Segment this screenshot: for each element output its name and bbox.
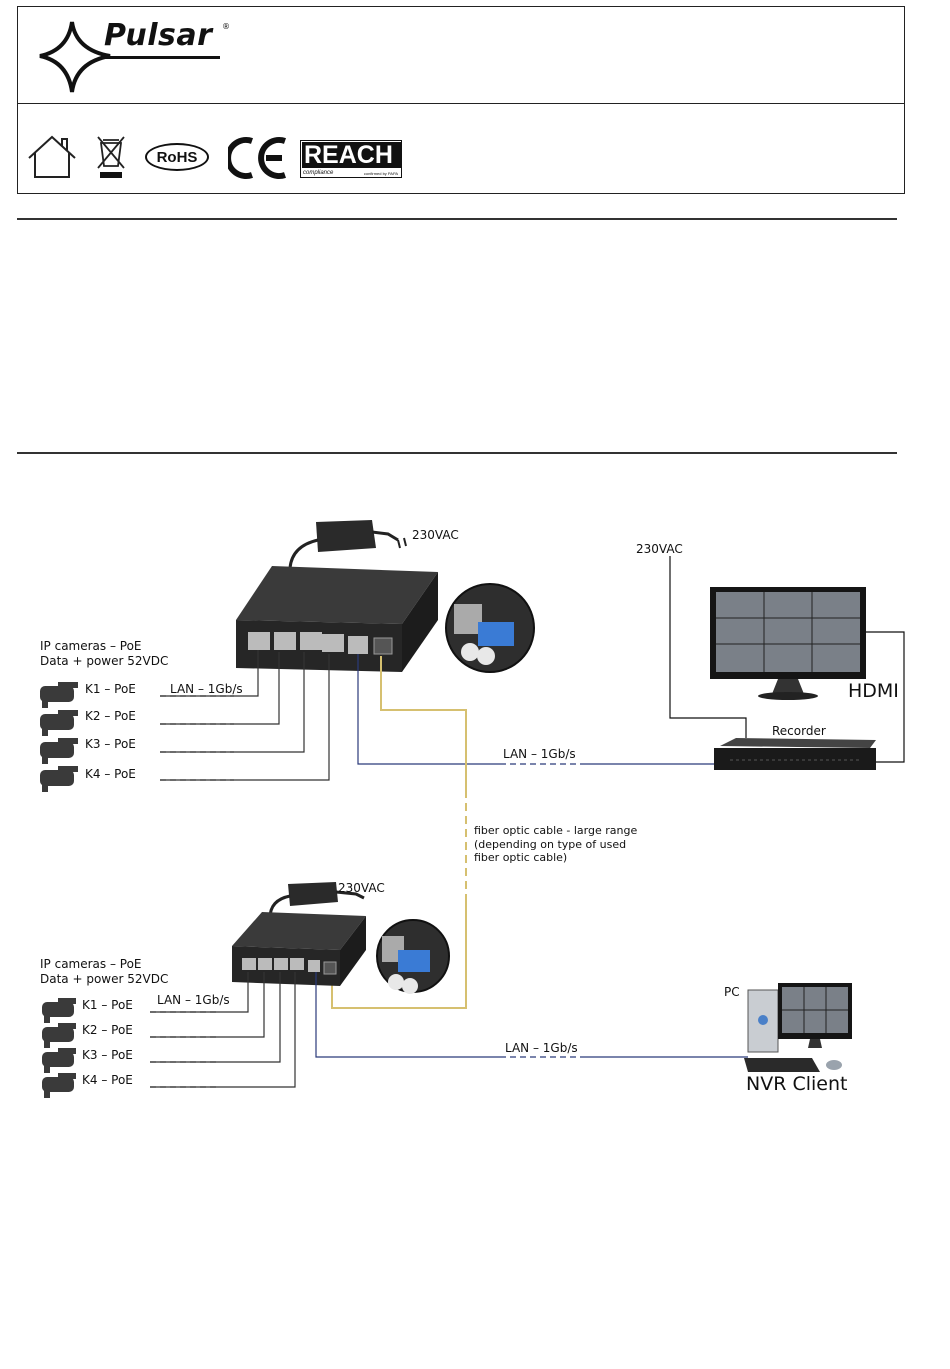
section-rule-top (17, 218, 897, 220)
rohs-icon: RoHS (145, 143, 209, 171)
top-cameras-subtitle: Data + power 52VDC (40, 654, 169, 668)
recorder-power-label: 230VAC (636, 542, 683, 556)
top-camera-k3-label: K3 – PoE (85, 737, 136, 751)
hdmi-label: HDMI (848, 680, 899, 702)
fiber-label-line2: (depending on type of used (474, 838, 627, 851)
top-camera-icons (40, 682, 78, 792)
hdmi-link (866, 631, 905, 763)
bottom-cameras-title: IP cameras – PoE (40, 957, 142, 971)
reach-confirmation: confirmed by PAPA (363, 171, 398, 176)
top-sfp-closeup-icon (445, 583, 535, 673)
house-icon (28, 135, 76, 178)
bottom-sfp-closeup-icon (376, 919, 450, 994)
recorder-icon (714, 738, 876, 770)
fiber-label-line3: fiber optic cable) (474, 851, 568, 864)
recorder-label: Recorder (772, 724, 826, 738)
bottom-camera-dashes (150, 1011, 216, 1088)
brand-name: Pulsar (104, 18, 213, 53)
bottom-camera-k1-label: K1 – PoE (82, 998, 133, 1012)
reach-title: REACH (302, 142, 401, 169)
bottom-camera-k2-label: K2 – PoE (82, 1023, 133, 1037)
nvr-client-label: NVR Client (746, 1073, 848, 1095)
bottom-camera-k3-label: K3 – PoE (82, 1048, 133, 1062)
monitor-icon (710, 587, 866, 700)
header-box (17, 6, 905, 194)
bottom-cameras-subtitle: Data + power 52VDC (40, 972, 169, 986)
top-camera-k1-label: K1 – PoE (85, 682, 136, 696)
reach-icon: REACH compliance confirmed by PAPA (300, 140, 402, 178)
top-power-label: 230VAC (412, 528, 459, 542)
bottom-poe-switch-icon (232, 912, 366, 986)
keyboard-mouse-icon (744, 1058, 842, 1072)
top-cameras-title: IP cameras – PoE (40, 639, 142, 653)
top-camera-links (160, 650, 330, 781)
pulsar-logo-star-icon (39, 21, 111, 93)
bottom-camera-links (150, 972, 296, 1088)
brand-registered-mark: ® (222, 22, 230, 31)
pc-label: PC (724, 985, 740, 999)
top-recorder-lan-label: LAN – 1Gb/s (503, 747, 576, 761)
bottom-client-lan-label: LAN – 1Gb/s (505, 1041, 578, 1055)
pc-monitor-icon (778, 983, 852, 1048)
top-cameras-lan-label: LAN – 1Gb/s (170, 682, 243, 696)
bottom-power-label: 230VAC (338, 881, 385, 895)
bottom-camera-icons (42, 998, 76, 1098)
top-power-adapter-icon (288, 520, 407, 569)
top-camera-dashes (160, 695, 234, 781)
bottom-cameras-lan-label: LAN – 1Gb/s (157, 993, 230, 1007)
pc-tower-icon (747, 989, 779, 1053)
header-divider (18, 103, 904, 104)
weee-bin-icon (97, 136, 125, 178)
reach-subtitle: compliance (303, 170, 334, 176)
bottom-camera-k4-label: K4 – PoE (82, 1073, 133, 1087)
top-camera-k4-label: K4 – PoE (85, 767, 136, 781)
top-poe-switch-icon (236, 566, 438, 672)
recorder-power-link (669, 556, 747, 738)
section-rule-bottom (17, 452, 897, 454)
top-camera-k2-label: K2 – PoE (85, 709, 136, 723)
logo-underline (104, 56, 220, 59)
ce-mark-icon (228, 137, 286, 179)
fiber-label-line1: fiber optic cable - large range (474, 824, 638, 837)
